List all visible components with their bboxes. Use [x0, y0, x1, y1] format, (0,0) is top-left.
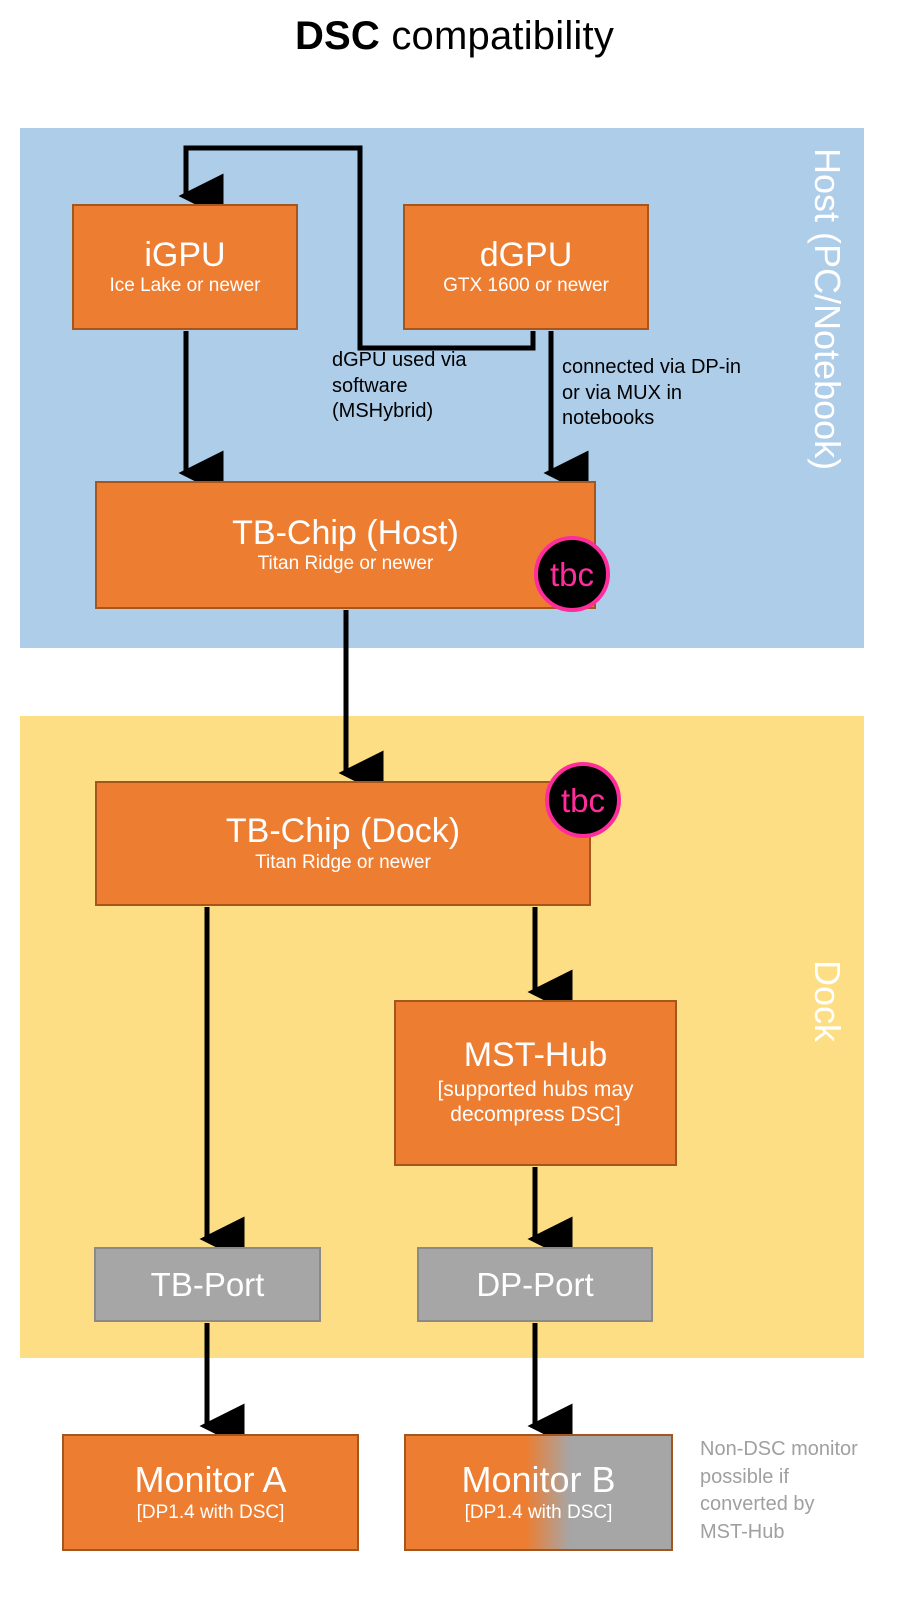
node-dp-port[interactable]: DP-Port [417, 1247, 653, 1322]
node-tb-chip-host[interactable]: TB-Chip (Host) Titan Ridge or newer [95, 481, 596, 609]
tbc-badge-host-label: tbc [549, 555, 595, 593]
annotation-mshybrid: dGPU used via software (MSHybrid) [332, 349, 467, 423]
page-title: DSC compatibility [0, 14, 909, 59]
annotation-dp-in: connected via DP-in or via MUX in notebo… [562, 356, 741, 430]
node-monitor-b[interactable]: Monitor B [DP1.4 with DSC] [404, 1434, 673, 1551]
node-dp-port-title: DP-Port [476, 1265, 594, 1303]
tbc-badge-dock-label: tbc [560, 781, 606, 819]
node-dgpu[interactable]: dGPU GTX 1600 or newer [403, 204, 649, 330]
node-tb-chip-dock-title: TB-Chip (Dock) [225, 812, 461, 851]
node-igpu-subtitle: Ice Lake or newer [109, 275, 261, 297]
wire-dgpu-to-igpu [178, 145, 536, 351]
node-dgpu-subtitle: GTX 1600 or newer [443, 275, 609, 297]
node-monitor-a[interactable]: Monitor A [DP1.4 with DSC] [62, 1434, 359, 1551]
node-tb-chip-dock[interactable]: TB-Chip (Dock) Titan Ridge or newer [95, 781, 591, 906]
node-mst-hub-title: MST-Hub [463, 1036, 608, 1075]
node-monitor-b-title: Monitor B [461, 1459, 616, 1500]
node-dgpu-title: dGPU [479, 235, 573, 274]
tbc-badge-dock[interactable]: tbc [545, 762, 621, 838]
node-tb-chip-host-subtitle: Titan Ridge or newer [257, 553, 434, 575]
node-tb-chip-host-title: TB-Chip (Host) [232, 513, 459, 552]
node-monitor-a-title: Monitor A [134, 1459, 287, 1500]
host-panel-label: Host (PC/Notebook) [807, 148, 848, 471]
node-tb-port-title: TB-Port [150, 1265, 265, 1303]
node-tb-chip-dock-subtitle: Titan Ridge or newer [255, 851, 431, 873]
title-bold: DSC [294, 14, 381, 58]
title-rest: compatibility [380, 14, 615, 58]
node-mst-hub[interactable]: MST-Hub [supported hubs may decompress D… [394, 1000, 677, 1166]
node-mst-hub-subtitle: [supported hubs may decompress DSC] [437, 1078, 634, 1127]
node-igpu[interactable]: iGPU Ice Lake or newer [72, 204, 298, 330]
node-monitor-b-subtitle: [DP1.4 with DSC] [464, 1501, 613, 1523]
annotation-non-dsc-monitor: Non-DSC monitor possible if converted by… [700, 1438, 858, 1543]
node-tb-port[interactable]: TB-Port [94, 1247, 321, 1322]
dock-panel-label: Dock [807, 960, 848, 1043]
node-igpu-title: iGPU [144, 235, 226, 274]
node-monitor-a-subtitle: [DP1.4 with DSC] [136, 1501, 285, 1523]
tbc-badge-host[interactable]: tbc [534, 536, 610, 612]
